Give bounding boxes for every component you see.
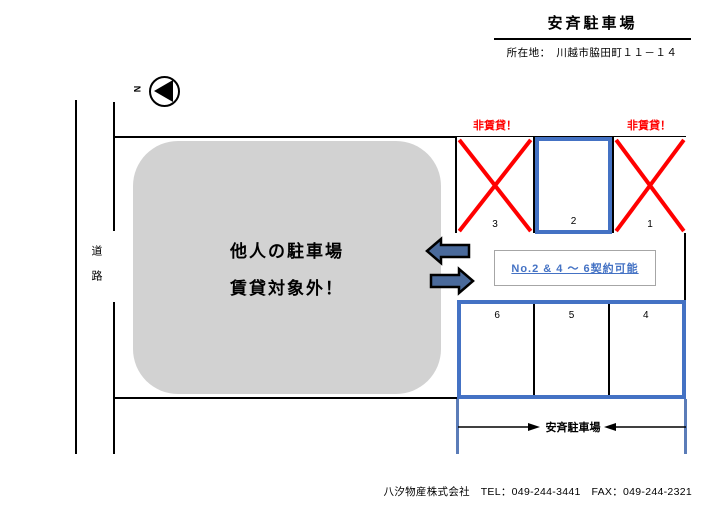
road-inner-line-bottom [113,302,115,454]
red-cross-icon [614,138,686,233]
parking-space-4: 4 [643,310,649,321]
space-number: 3 [492,219,498,230]
arrow-left-icon [425,236,471,266]
rentable-spaces-row: 6 5 4 [457,300,686,399]
row-edge-line-left [456,399,459,454]
parking-space-2: 2 [535,137,612,234]
title-underline [494,38,691,40]
lot-boundary-top [113,136,686,138]
bottom-lot-label: 安斉駐車場 [545,422,601,434]
contract-note-link[interactable]: No.2 & 4 ～ 6契約可能 [511,263,639,275]
address-label: 所在地： 川越市脇田町１１－１４ [506,47,678,59]
red-cross-icon [457,138,533,233]
arrow-right-icon [429,266,475,296]
contract-note-box[interactable]: No.2 & 4 ～ 6契約可能 [494,250,656,286]
space-number: 1 [647,219,653,230]
lot-boundary-right [684,136,686,399]
compass-icon [149,76,180,107]
private-lot-area: 他人の駐車場 賃貸対象外！ [133,141,441,394]
compass-north-label: N [132,85,143,93]
road-outer-line [75,100,77,454]
road-label: 道路 [90,245,102,295]
lot-boundary-bottom [113,397,686,399]
pointer-arrow-right-icon [458,423,540,431]
parking-space-5: 5 [533,304,610,395]
private-lot-line2: 賃貸対象外！ [230,278,344,298]
parking-space-6: 6 [494,310,500,321]
compass-needle-icon [154,80,173,102]
parking-space-1: 1 [612,137,686,233]
company-contact-footer: 八汐物産株式会社 TEL：049-244-3441 FAX：049-244-23… [383,486,692,498]
pointer-arrow-left-icon [604,423,686,431]
road-inner-line-top [113,102,115,231]
page-title: 安斉駐車場 [547,15,638,32]
space-number: 2 [570,216,577,227]
private-lot-line1: 他人の駐車場 [230,241,344,261]
not-for-rent-label-right: 非賃貸！ [627,120,671,132]
not-for-rent-label-left: 非賃貸！ [473,120,517,132]
parking-space-3: 3 [455,137,535,233]
